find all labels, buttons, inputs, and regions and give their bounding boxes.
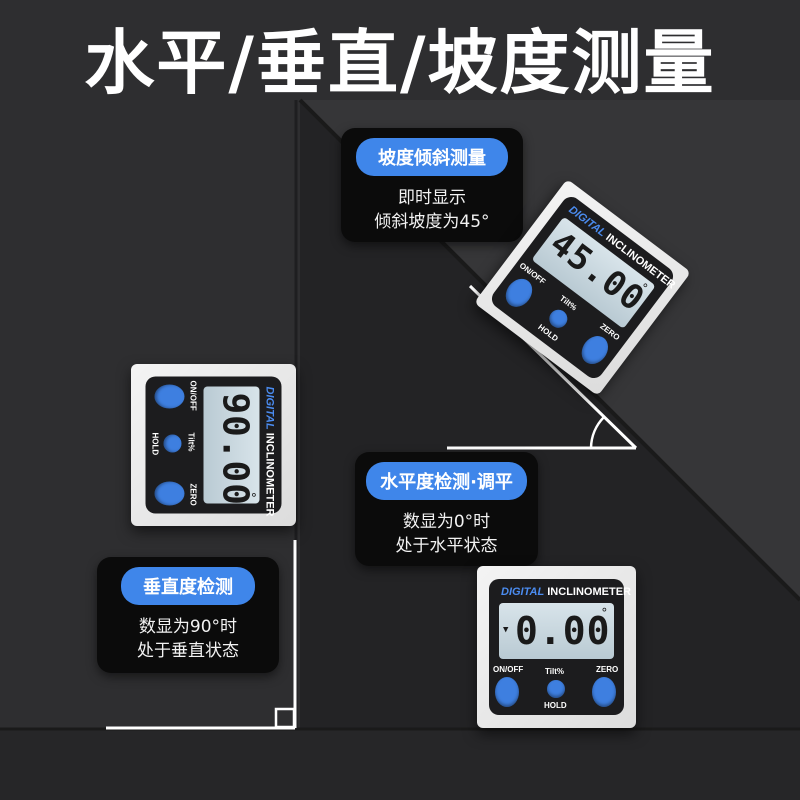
- label-hold: HOLD: [150, 432, 160, 456]
- label-zero: ZERO: [188, 483, 198, 506]
- headline: 水平/垂直/坡度测量: [84, 22, 716, 104]
- lcd-reading: 0.00: [515, 609, 611, 653]
- brand-name: INCLINOMETER: [547, 586, 631, 598]
- label-onoff: ON/OFF: [493, 665, 524, 674]
- device-brand: DIGITAL INCLINOMETER: [264, 387, 276, 517]
- lcd-screen: 90.00 °: [203, 386, 260, 506]
- callout-slope-line2: 倾斜坡度为45°: [374, 212, 490, 232]
- device-brand: DIGITAL INCLINOMETER: [501, 586, 631, 598]
- callout-slope-tag: 坡度倾斜测量: [356, 138, 508, 176]
- callout-slope-desc: 即时显示 倾斜坡度为45°: [341, 186, 523, 234]
- onoff-button[interactable]: [495, 677, 519, 707]
- label-onoff: ON/OFF: [188, 380, 198, 411]
- zero-button[interactable]: [154, 481, 185, 506]
- zero-button[interactable]: [592, 677, 616, 707]
- floor: [0, 728, 800, 800]
- callout-level: 水平度检测·调平 数显为0°时 处于水平状态: [355, 452, 538, 566]
- callout-level-line2: 处于水平状态: [395, 536, 498, 556]
- label-zero: ZERO: [596, 665, 619, 674]
- callout-level-desc: 数显为0°时 处于水平状态: [355, 510, 538, 558]
- degree-mark: °: [600, 606, 608, 620]
- label-tilt: Tilt%: [186, 432, 196, 452]
- brand-digital: DIGITAL: [263, 386, 276, 430]
- callout-slope: 坡度倾斜测量 即时显示 倾斜坡度为45°: [341, 128, 523, 242]
- right-angle-indicator: [106, 540, 297, 730]
- brand-digital: DIGITAL: [501, 586, 545, 598]
- callout-vertical: 垂直度检测 数显为90°时 处于垂直状态: [97, 557, 279, 673]
- degree-mark: °: [243, 491, 258, 499]
- device-face: DIGITAL INCLINOMETER 90.00 ° ON/OFF Tilt…: [145, 376, 282, 517]
- inclinometer-level: DIGITAL INCLINOMETER ▼ 0.00 ° ON/OFF Til…: [477, 566, 636, 728]
- lcd-arrow-icon: ▼: [503, 625, 509, 635]
- callout-level-line1: 数显为0°时: [402, 512, 491, 532]
- label-tilt: Tilt%: [545, 667, 564, 676]
- callout-vertical-desc: 数显为90°时 处于垂直状态: [97, 615, 279, 663]
- lcd-reading: 45.00: [542, 223, 653, 320]
- callout-level-tag: 水平度检测·调平: [366, 462, 527, 500]
- onoff-button[interactable]: [154, 384, 185, 409]
- inclinometer-vertical: DIGITAL INCLINOMETER 90.00 ° ON/OFF Tilt…: [131, 364, 296, 526]
- tilt-hold-button[interactable]: [547, 680, 565, 698]
- brand-name: INCLINOMETER: [263, 432, 276, 517]
- callout-slope-line1: 即时显示: [398, 188, 466, 208]
- label-hold: HOLD: [544, 701, 567, 710]
- lcd-reading: 90.00: [214, 392, 256, 506]
- tilt-hold-button[interactable]: [163, 434, 182, 453]
- callout-vertical-tag: 垂直度检测: [121, 567, 255, 605]
- callout-vertical-line2: 处于垂直状态: [137, 641, 239, 661]
- slope-surface: [300, 100, 800, 740]
- lcd-screen: ▼ 0.00 °: [499, 603, 614, 659]
- device-face: DIGITAL INCLINOMETER ▼ 0.00 ° ON/OFF Til…: [489, 579, 631, 715]
- callout-vertical-line1: 数显为90°时: [138, 617, 238, 637]
